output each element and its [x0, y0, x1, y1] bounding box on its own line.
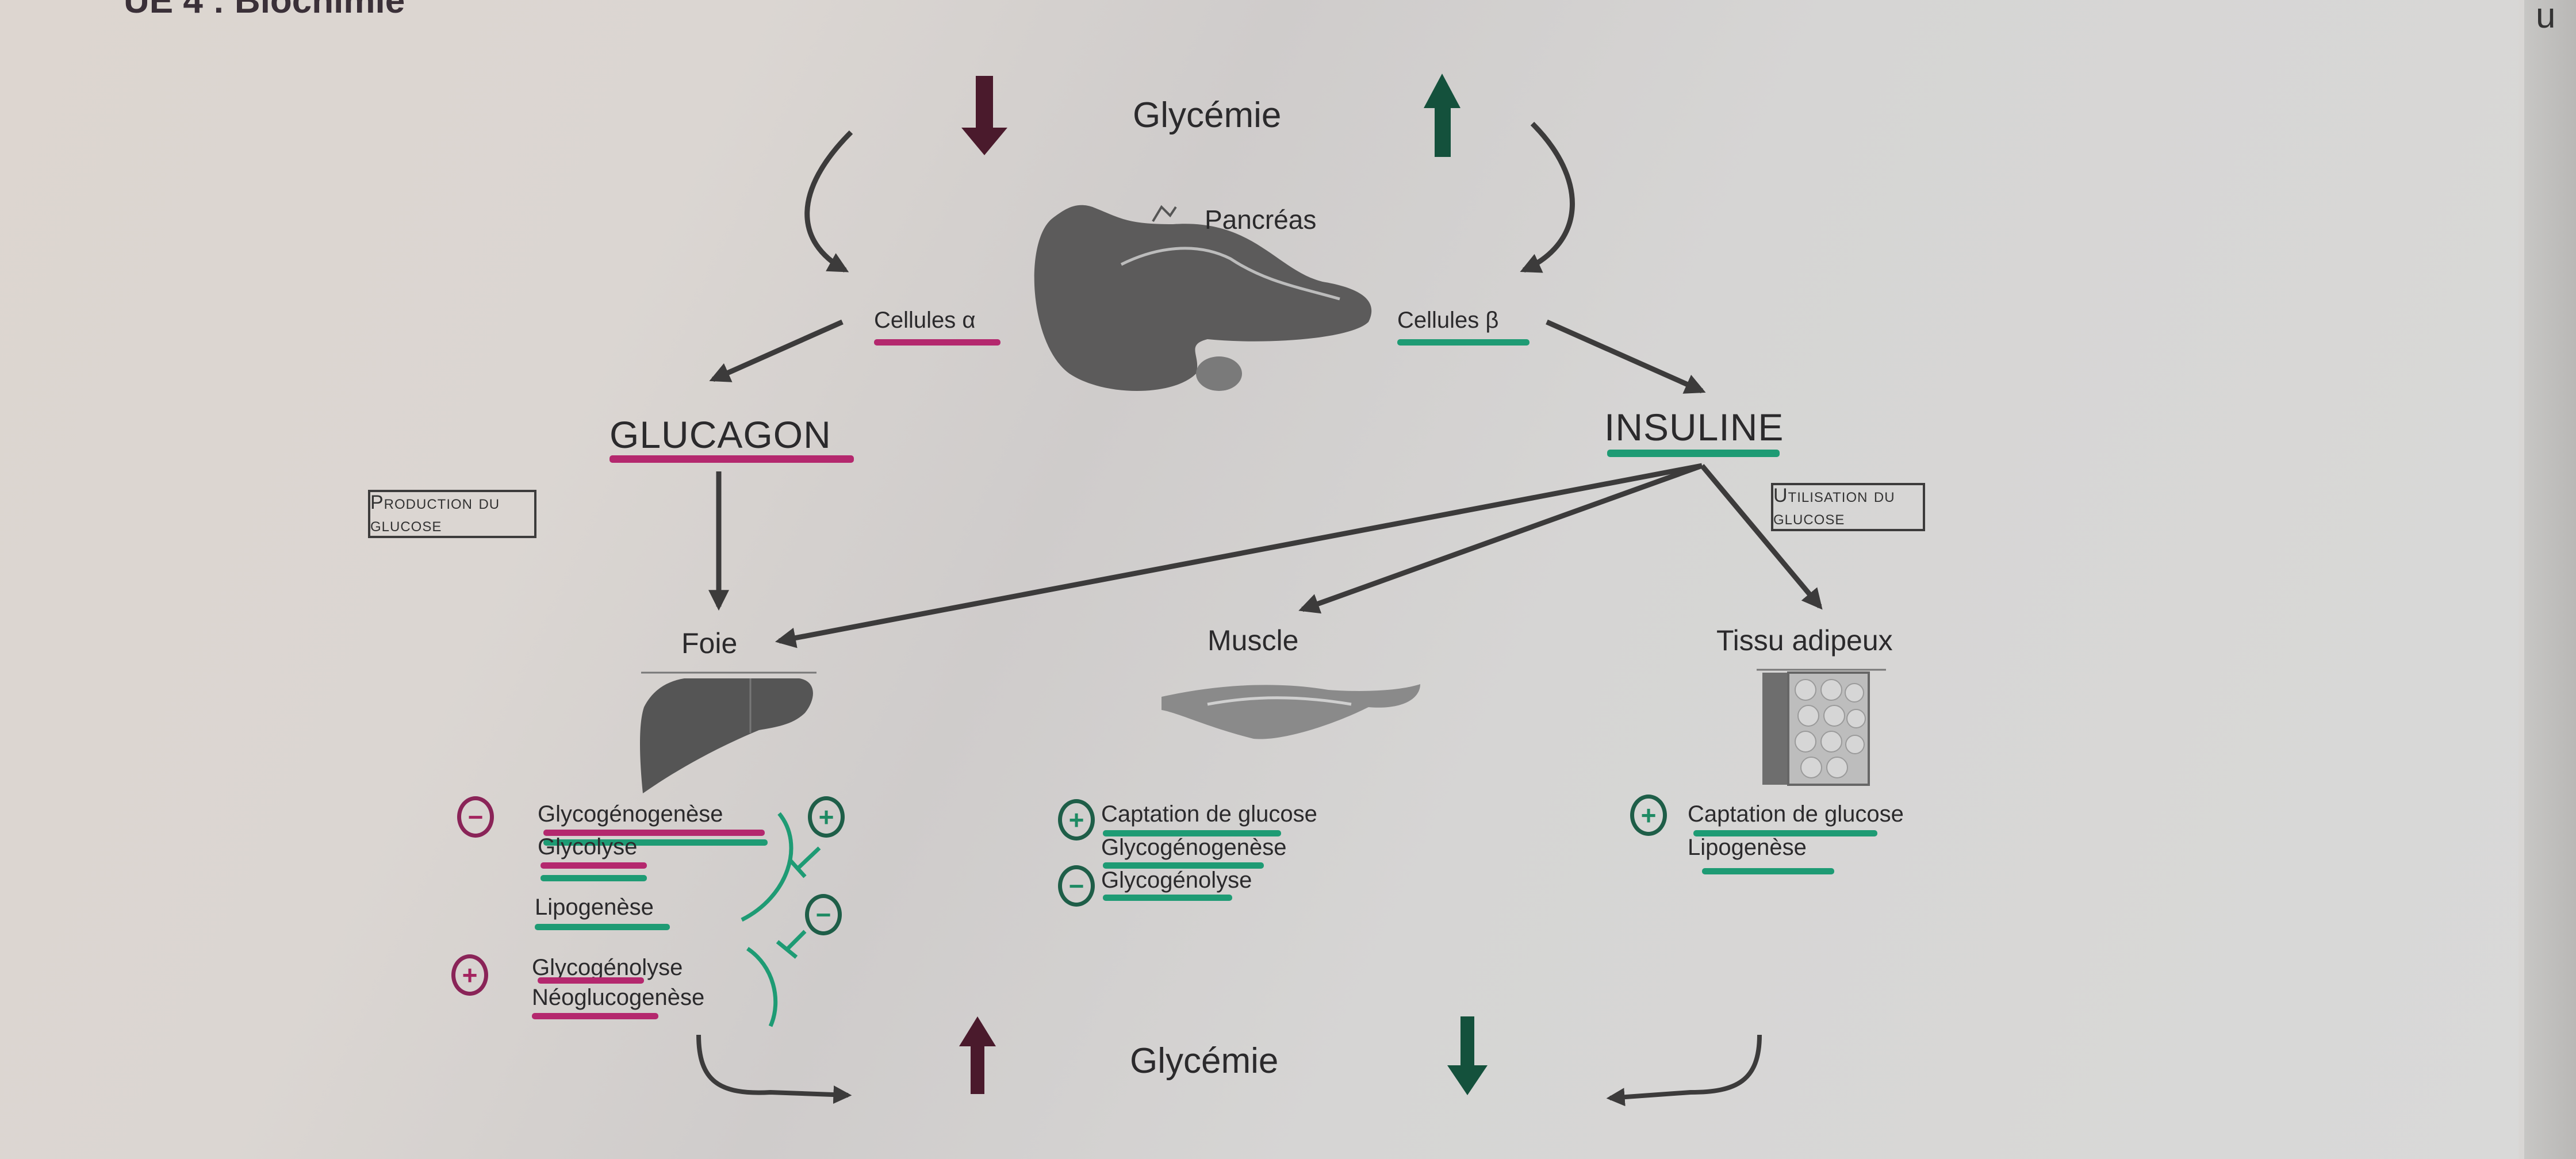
underline-green	[540, 875, 647, 881]
textbook-page	[0, 0, 2518, 1159]
adjacent-page-text: u	[2536, 0, 2556, 36]
underline-magenta	[543, 830, 765, 836]
muscle-minus-sign-icon: −	[1058, 865, 1095, 907]
plus-glyph: +	[1640, 800, 1657, 830]
plus-glyph: +	[818, 802, 834, 832]
glucagon-label: GLUCAGON	[610, 413, 831, 456]
minus-glyph: −	[1068, 871, 1084, 901]
underline-green	[1693, 830, 1877, 836]
liver-process-lipogenese: Lipogenèse	[535, 895, 654, 920]
minus-glyph: −	[815, 900, 831, 930]
insuline-label: INSULINE	[1604, 406, 1784, 448]
curve-liver-to-glycemia	[696, 1034, 852, 1104]
underline-magenta	[538, 977, 644, 984]
arrow-insuline-to-liver	[775, 463, 1703, 648]
liver-minus-sign-green-icon: −	[805, 894, 842, 935]
liver-bracket-lower	[746, 947, 778, 1027]
muscle-process-glycogenolyse: Glycogénolyse	[1101, 868, 1252, 893]
muscle-label: Muscle	[1208, 624, 1299, 657]
liver-label: Foie	[681, 627, 738, 659]
production-glucose-box: Production du glucose	[368, 490, 536, 538]
liver-minus-sign-icon: −	[457, 796, 494, 838]
adipose-tissue-label: Tissu adipeux	[1716, 624, 1893, 657]
liver-process-glycolyse: Glycolyse	[538, 834, 638, 859]
bottom-decrease-arrow-icon	[1447, 1016, 1488, 1095]
muscle-icon	[1162, 684, 1420, 739]
underline-green	[1103, 895, 1232, 901]
liver-process-glycogenogenese: Glycogénogenèse	[538, 801, 723, 827]
liver-plus-sign-icon: +	[808, 796, 845, 838]
production-glucose-label: Production du glucose	[370, 492, 500, 536]
arrow-beta-to-insuline	[1546, 319, 1706, 394]
adipose-tissue-icon	[1757, 669, 1886, 786]
plus-glyph: +	[462, 960, 478, 990]
utilisation-glucose-label: Utilisation du glucose	[1773, 485, 1895, 529]
top-increase-arrow-icon	[1424, 74, 1460, 157]
beta-cells-label: Cellules β	[1397, 308, 1499, 333]
muscle-process-glycogenogenese: Glycogénogenèse	[1101, 835, 1287, 860]
arrow-alpha-to-glucagon	[709, 319, 844, 382]
underline-green	[1702, 868, 1834, 874]
curve-to-beta-cells	[1520, 121, 1575, 273]
insuline-underline	[1607, 450, 1780, 457]
adipose-process-lipogenese: Lipogenèse	[1688, 835, 1807, 860]
curve-to-alpha-cells	[804, 130, 853, 273]
alpha-cells-label: Cellules α	[874, 308, 976, 333]
liver-process-glycogenolyse: Glycogénolyse	[532, 955, 683, 980]
beta-cells-underline	[1397, 339, 1529, 346]
pancreas-icon	[1034, 205, 1372, 391]
utilisation-glucose-box: Utilisation du glucose	[1771, 483, 1925, 531]
underline-green	[535, 924, 670, 930]
arrow-insuline-to-adipose	[1700, 464, 1823, 610]
liver-plus-sign-magenta-icon: +	[451, 954, 488, 996]
adipose-plus-sign-icon: +	[1630, 795, 1667, 836]
bottom-glycemia-label: Glycémie	[1130, 1041, 1279, 1081]
top-glycemia-label: Glycémie	[1133, 95, 1282, 135]
liver-inhibit-mark-lower	[776, 930, 807, 959]
top-decrease-arrow-icon	[961, 76, 1007, 155]
adjacent-page-edge	[2524, 0, 2576, 1159]
glucagon-underline	[610, 455, 854, 463]
plus-glyph: +	[1068, 805, 1084, 835]
underline-magenta	[532, 1013, 658, 1019]
arrow-insuline-to-muscle	[1298, 463, 1703, 614]
adipose-process-captation: Captation de glucose	[1688, 801, 1904, 827]
underline-green	[1103, 862, 1264, 869]
underline-green	[543, 839, 768, 846]
muscle-plus-sign-icon: +	[1058, 799, 1095, 841]
underline-green	[1103, 830, 1281, 836]
muscle-process-captation: Captation de glucose	[1101, 801, 1317, 827]
page-header: UE 4 : Biochimie	[124, 0, 405, 21]
bottom-increase-arrow-icon	[959, 1016, 996, 1094]
minus-glyph: −	[467, 802, 484, 832]
pancreas-label: Pancréas	[1205, 205, 1317, 235]
liver-inhibit-mark-upper	[788, 846, 821, 878]
liver-bracket-upper	[741, 812, 793, 922]
underline-magenta	[540, 862, 647, 869]
liver-process-neoglucogenese: Néoglucogenèse	[532, 985, 705, 1010]
curve-tissues-to-glycemia	[1606, 1034, 1762, 1107]
alpha-cells-underline	[874, 339, 1000, 346]
liver-icon	[640, 671, 816, 793]
